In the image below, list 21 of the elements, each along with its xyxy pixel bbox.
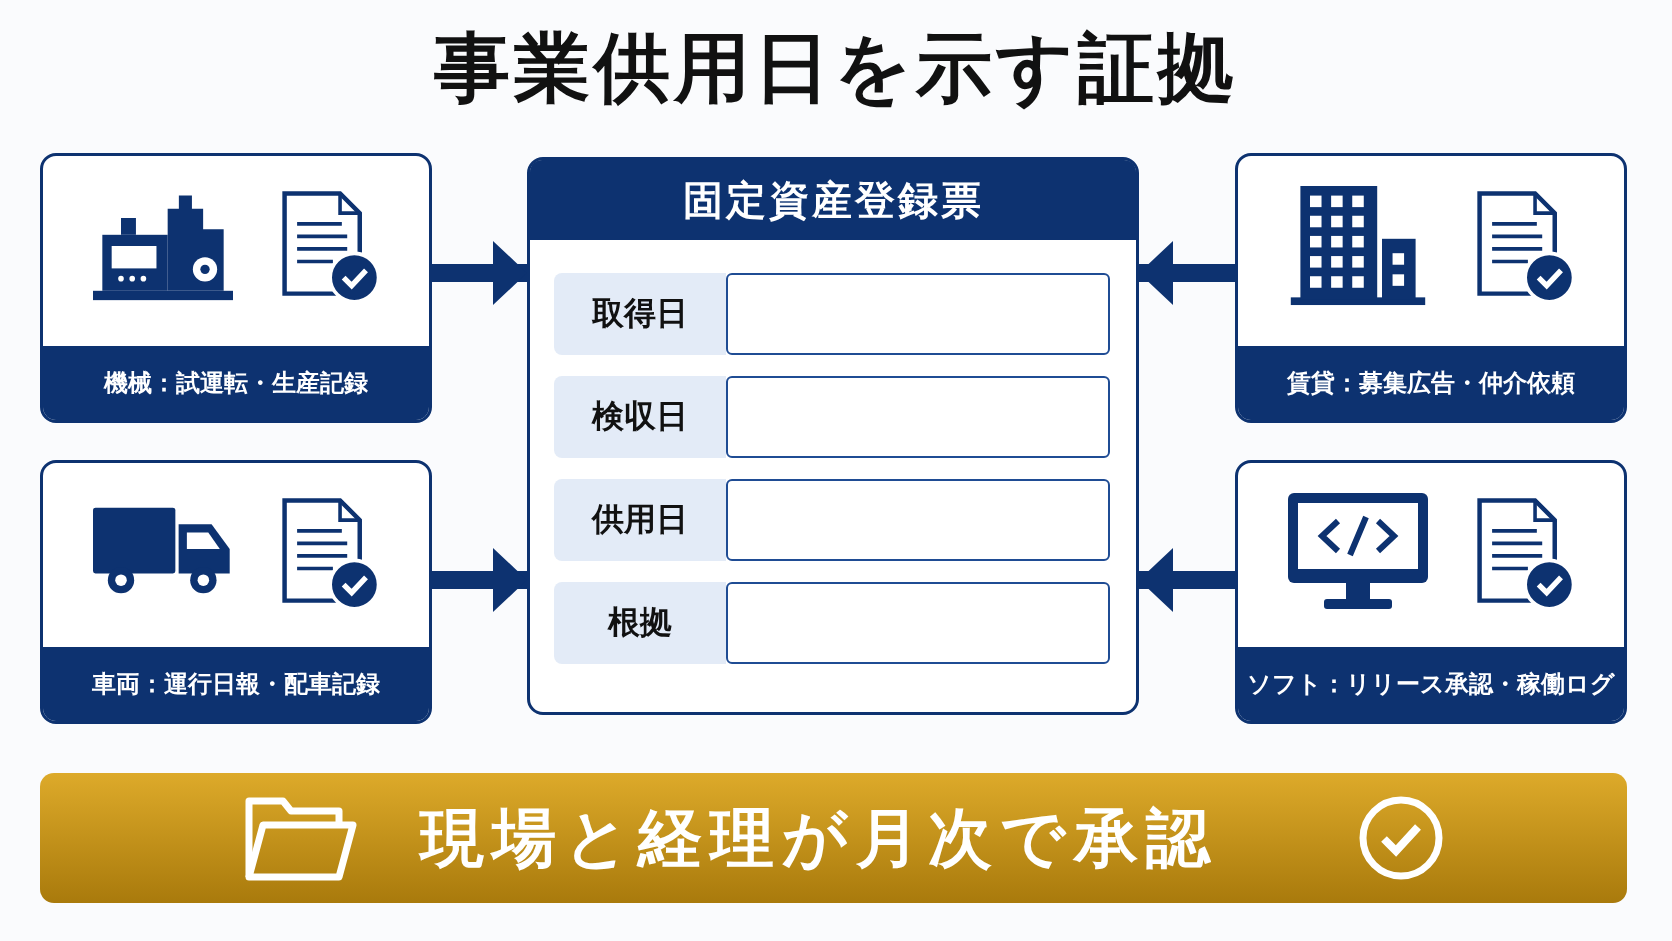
evidence-card (1235, 153, 1627, 423)
registration-form (527, 157, 1139, 715)
title: 事業供用日を示す証拠 (433, 22, 1239, 114)
card-caption: 車両：運行日報・配車記録 (43, 647, 429, 721)
field-label: 取得日 (554, 273, 726, 355)
field-label: 根拠 (554, 582, 726, 664)
arrow (1139, 241, 1235, 305)
form-title: 固定資産登録票 (530, 160, 1136, 240)
approval-banner (40, 773, 1627, 903)
card-caption: ソフト：リリース承認・稼働ログ (1238, 647, 1624, 721)
evidence-card (1235, 460, 1627, 724)
arrow (1139, 548, 1235, 612)
card-caption: 賃貸：募集広告・仲介依頼 (1238, 346, 1624, 420)
evidence-card (40, 460, 432, 724)
card-caption: 機械：試運転・生産記録 (43, 346, 429, 420)
arrow (432, 548, 527, 612)
field-label: 供用日 (554, 479, 726, 561)
evidence-card (40, 153, 432, 423)
arrow (432, 241, 527, 305)
field-label: 検収日 (554, 376, 726, 458)
banner-text: 現場と経理が月次で承認 (420, 799, 1218, 877)
